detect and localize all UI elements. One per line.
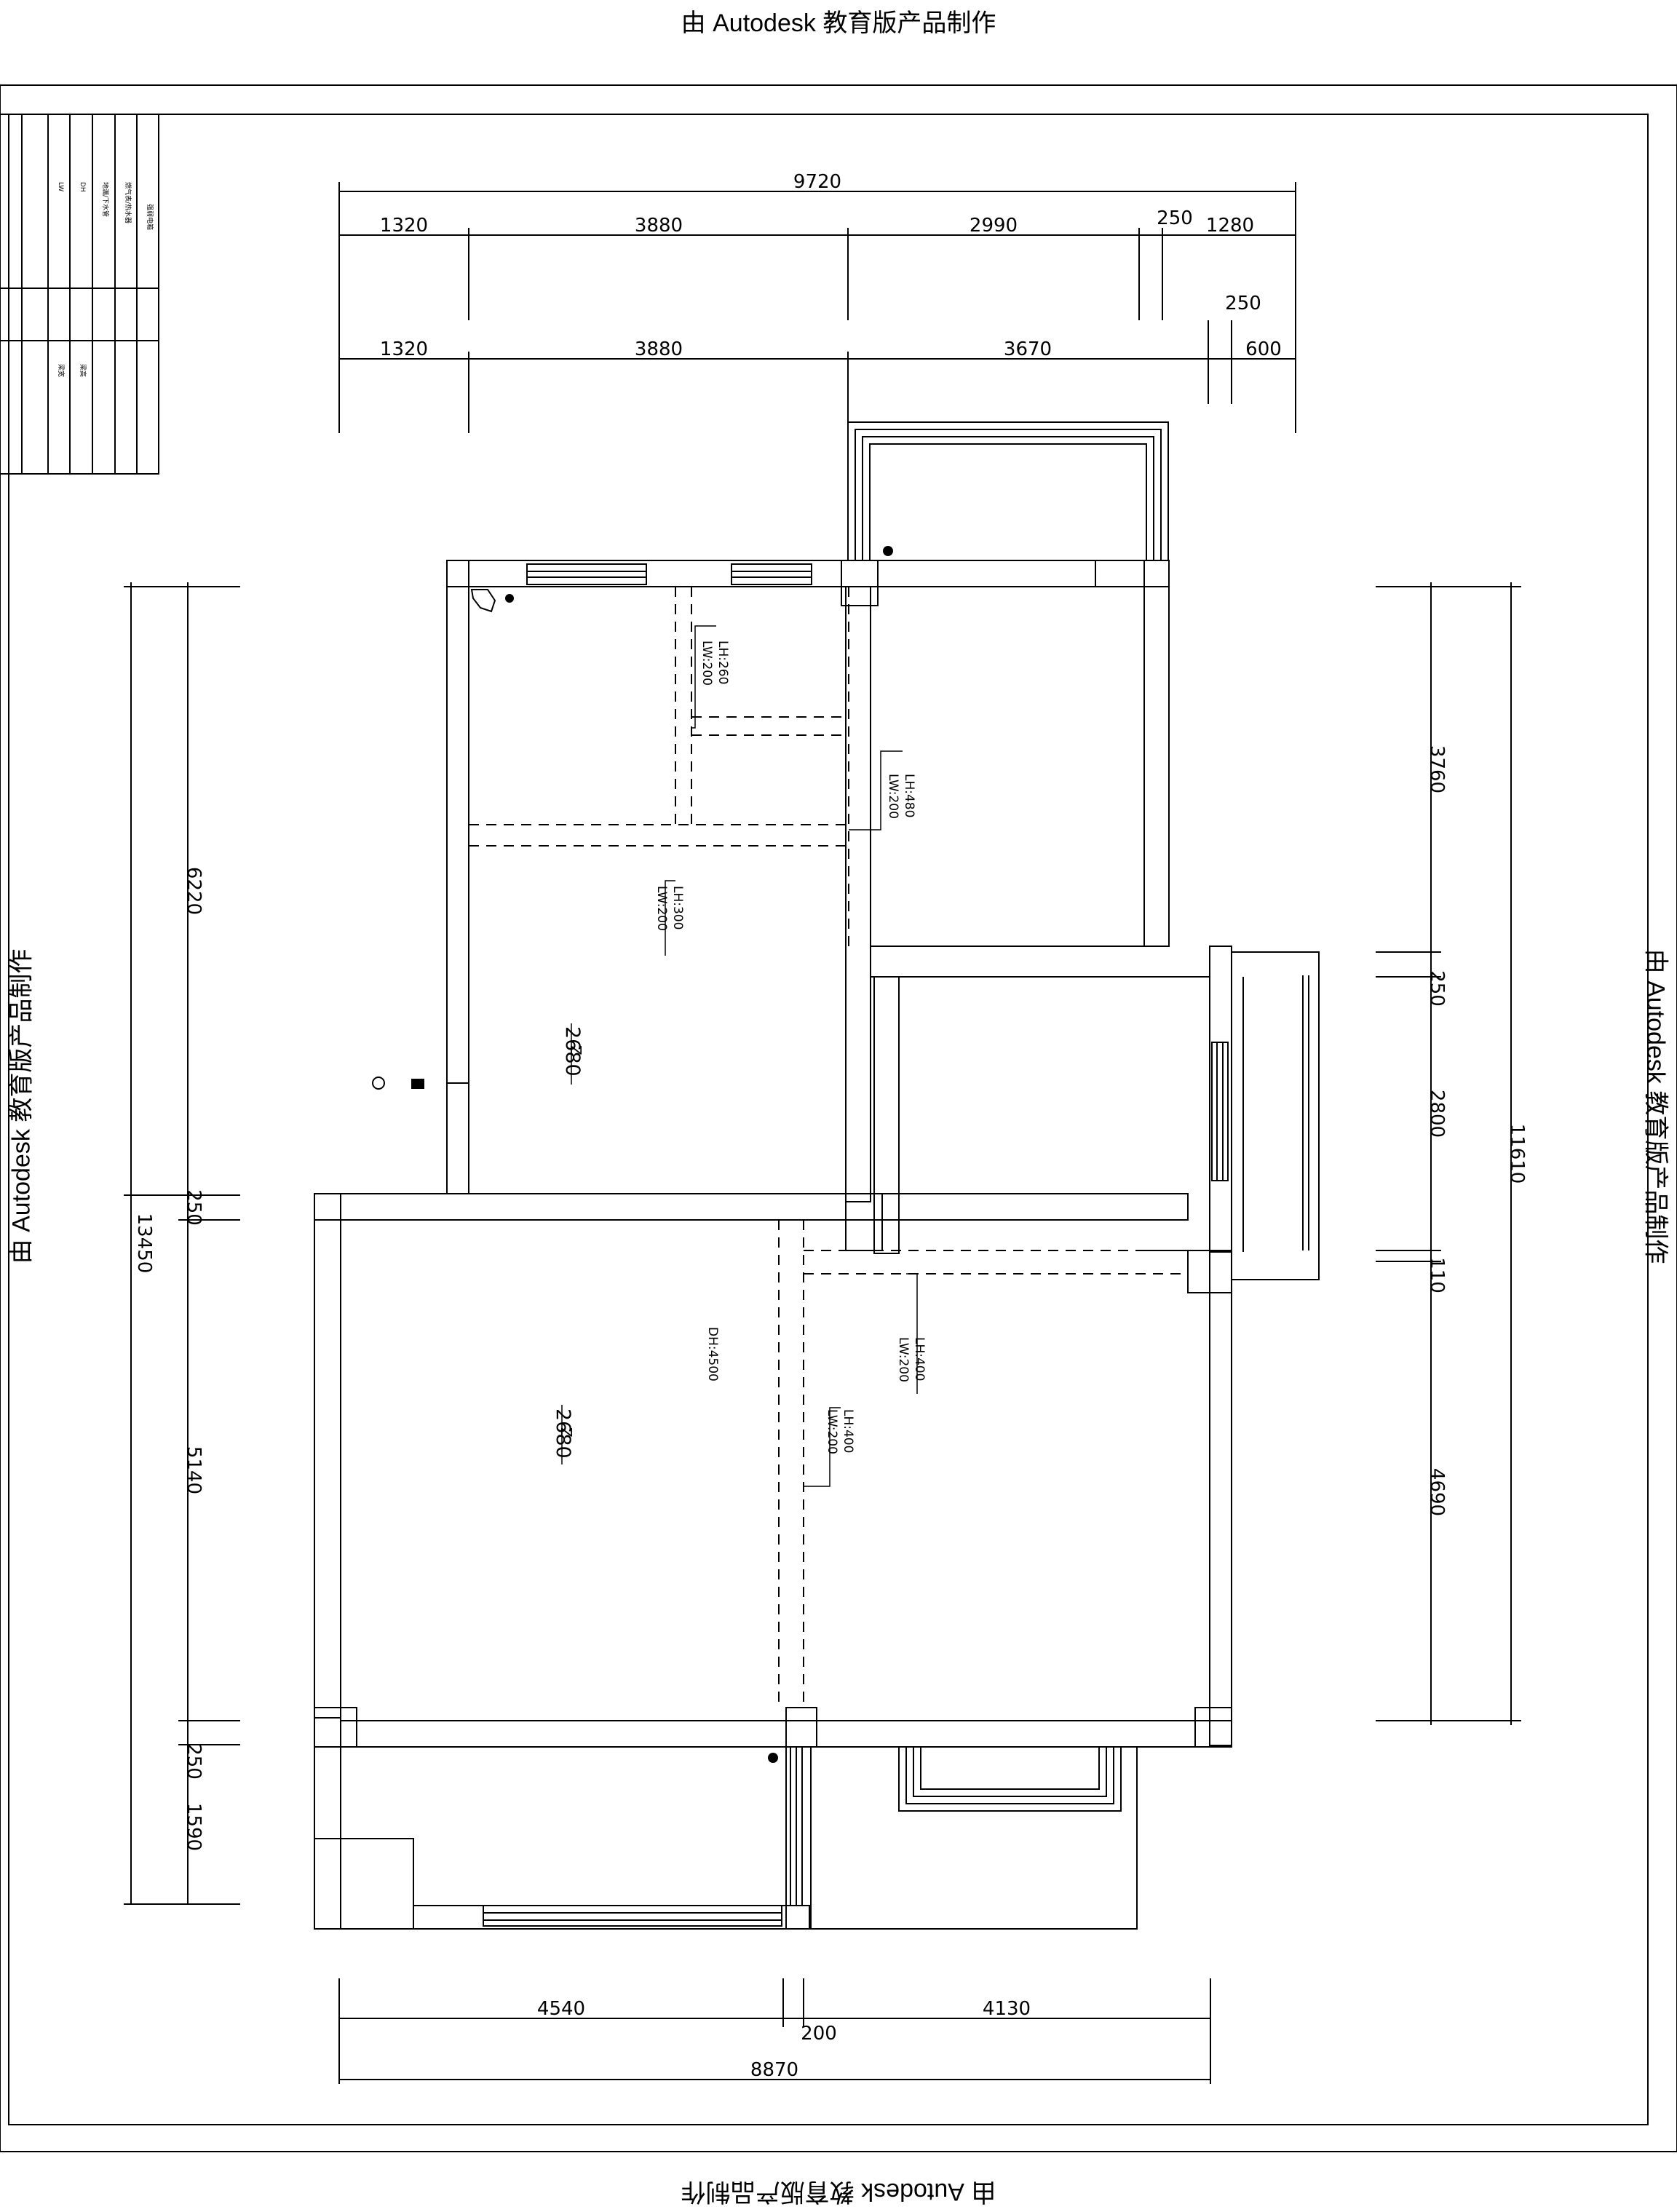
drain-icon: [768, 1753, 778, 1763]
ceiling-height-1: 2680: [561, 1026, 584, 1077]
legend-texts: 强弱电箱 燃气表/热水器 地漏/下水管 DH 梁高 LW 梁宽: [57, 182, 154, 377]
dim-left-3: 5140: [183, 1446, 205, 1494]
ceiling-height-2: 2680: [552, 1408, 574, 1459]
fixtures: [372, 546, 893, 1763]
dimension-lines-bottom: [338, 1978, 1211, 2084]
drain-icon: [505, 594, 514, 603]
dim-left-4: 250: [183, 1743, 205, 1780]
legend-desc-4: 梁高: [79, 364, 87, 377]
beam-leaders: [561, 625, 918, 1487]
beam2-lw: LW:200: [886, 774, 900, 819]
dim-left-1: 6220: [183, 867, 205, 915]
beam4-lh: LH:400: [912, 1337, 927, 1381]
beam-label-texts: LH:260 LW:200 LH:480 LW:200 LH:300 LW:20…: [654, 641, 927, 1454]
dh-label: DH:4500: [705, 1327, 720, 1381]
dim-top2-2: 3880: [635, 338, 683, 360]
legend-code-lw: LW: [57, 182, 64, 191]
legend-desc-3: 地漏/下水管: [101, 182, 110, 217]
door-stubs: [447, 1082, 1188, 1251]
dimension-texts: 9720 1320 3880 2990 250 1280 1320 3880 3…: [133, 171, 1528, 2081]
dim-right-1: 3760: [1426, 745, 1448, 793]
legend-desc-1: 强弱电箱: [146, 204, 154, 230]
legend-code-dh: DH: [79, 182, 86, 192]
columns: [314, 560, 1232, 1748]
watermark-top: 由 Autodesk 教育版产品制作: [681, 9, 996, 37]
drain-icon: [883, 546, 893, 556]
dimension-lines-top: [338, 182, 1296, 433]
ceiling-mark-1: Z: [567, 1045, 584, 1055]
ceiling-height-texts: 2680 Z 2680 Z: [552, 1026, 584, 1459]
beam2-lh: LH:480: [902, 774, 916, 817]
legend-desc-2: 燃气表/热水器: [124, 182, 132, 223]
dim-left-total: 13450: [133, 1213, 155, 1274]
dim-bottom-2: 200: [801, 2023, 837, 2045]
beam3-lh: LH:300: [670, 886, 685, 929]
dim-bottom-1: 4540: [537, 1998, 585, 2020]
beam1-lw: LW:200: [699, 641, 714, 686]
legend-table: [0, 114, 159, 475]
gas-meter-icon: [470, 589, 496, 613]
dim-top2-5: 600: [1245, 338, 1282, 360]
windows: [483, 563, 1309, 1927]
dim-top-total: 9720: [793, 171, 841, 193]
dim-top2-3: 3670: [1004, 338, 1052, 360]
dim-right-5: 4690: [1426, 1468, 1448, 1516]
dimension-lines-left: [124, 582, 240, 1905]
dim-right-3: 2800: [1426, 1090, 1448, 1138]
dim-bottom-3: 4130: [983, 1998, 1031, 2020]
beam1-lh: LH:260: [715, 641, 730, 684]
dim-right-4: 110: [1426, 1257, 1448, 1293]
dim-left-5: 1590: [183, 1803, 205, 1851]
dim-right-total: 11610: [1506, 1124, 1528, 1184]
ceiling-mark-2: Z: [558, 1427, 575, 1438]
outer-frame: [0, 84, 1677, 2152]
dim-right-2: 250: [1426, 970, 1448, 1007]
dim-bottom-total: 8870: [750, 2059, 798, 2081]
inner-frame: [8, 114, 1649, 2125]
electric-box-icon: [411, 1079, 424, 1089]
dim-top2-4: 250: [1225, 293, 1261, 314]
dim-top-1: 1320: [380, 215, 428, 237]
legend-desc-5: 梁宽: [57, 364, 66, 377]
dim-top2-1: 1320: [380, 338, 428, 360]
dim-top-3: 2990: [970, 215, 1018, 237]
beam3-lw: LW:200: [654, 886, 669, 931]
beam5-lh: LH:400: [841, 1409, 855, 1453]
dim-left-2: 250: [183, 1189, 205, 1226]
beam-lines: [469, 587, 1188, 1708]
dim-top-5: 1280: [1206, 215, 1254, 237]
dim-top-4: 250: [1157, 207, 1193, 229]
dimension-lines-right: [1376, 582, 1521, 1725]
water-heater-icon: [372, 1077, 385, 1090]
balconies: [847, 421, 1169, 1812]
dim-top-2: 3880: [635, 215, 683, 237]
beam4-lw: LW:200: [896, 1337, 911, 1382]
beam5-lw: LW:200: [825, 1409, 839, 1454]
